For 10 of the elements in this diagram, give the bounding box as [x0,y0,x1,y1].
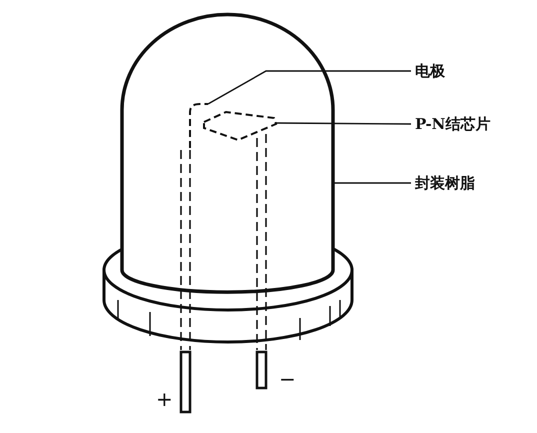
chip [203,110,278,142]
polarity-sign: + [156,388,173,410]
part-label: 电极 [415,62,445,80]
part-label: P-N结芯片 [415,115,490,133]
part-label: 封装树脂 [415,174,475,192]
polarity-sign: − [279,368,296,390]
leader-line [334,182,411,184]
leader-line [275,122,411,125]
electrode [189,103,208,148]
leader-line [208,70,411,105]
